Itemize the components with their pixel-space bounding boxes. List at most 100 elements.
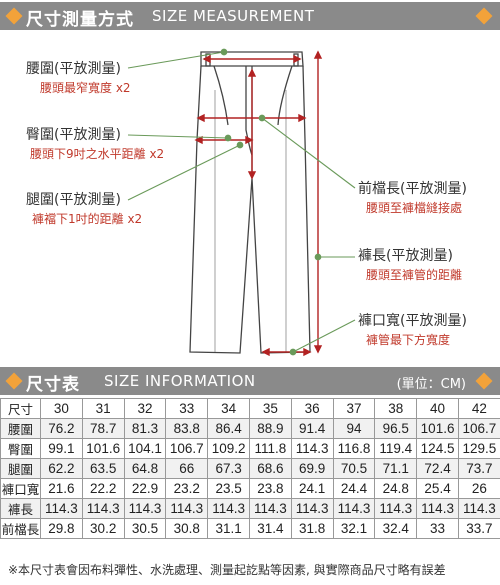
table-cell: 68.6 bbox=[248, 458, 292, 479]
table-cell: 31.8 bbox=[290, 518, 334, 539]
table-cell: 109.2 bbox=[207, 438, 250, 459]
hem-label: 褲口寬(平放測量) bbox=[358, 313, 467, 329]
table-cell: 72.4 bbox=[416, 458, 459, 479]
table-cell: 119.4 bbox=[374, 438, 418, 459]
hip-desc: 腰頭下9吋之水平距離 x2 bbox=[30, 147, 165, 161]
size-header-cell: 36 bbox=[290, 398, 334, 419]
table-cell: 104.1 bbox=[123, 438, 167, 459]
table-cell: 30.8 bbox=[165, 518, 209, 539]
table-cell: 23.5 bbox=[207, 478, 250, 499]
table-cell: 23.8 bbox=[248, 478, 292, 499]
thigh-desc: 褲襠下1吋的距離 x2 bbox=[32, 212, 143, 226]
table-cell: 106.7 bbox=[457, 418, 500, 439]
table-cell: 24.1 bbox=[290, 478, 334, 499]
size-header-cell: 34 bbox=[207, 398, 250, 419]
row-label: 臀圍 bbox=[0, 438, 41, 459]
diamond-icon bbox=[475, 372, 493, 390]
table-cell: 22.2 bbox=[81, 478, 125, 499]
table-cell: 81.3 bbox=[123, 418, 167, 439]
table-cell: 114.3 bbox=[290, 438, 334, 459]
size-header-cell: 40 bbox=[416, 398, 459, 419]
row-label: 褲口寬 bbox=[0, 478, 41, 499]
table-cell: 30.5 bbox=[123, 518, 167, 539]
table-cell: 33.7 bbox=[457, 518, 500, 539]
hip-label: 臀圍(平放測量) bbox=[26, 127, 121, 143]
table-cell: 78.7 bbox=[81, 418, 125, 439]
size-header-cell: 32 bbox=[123, 398, 167, 419]
table-cell: 94 bbox=[332, 418, 376, 439]
table-cell: 114.3 bbox=[81, 498, 125, 519]
hem-desc: 褲管最下方寬度 bbox=[366, 333, 451, 347]
table-cell: 23.2 bbox=[165, 478, 209, 499]
measurement-title: 尺寸測量方式 bbox=[26, 10, 134, 30]
table-cell: 106.7 bbox=[165, 438, 209, 459]
table-cell: 29.8 bbox=[40, 518, 83, 539]
table-cell: 114.3 bbox=[165, 498, 209, 519]
table-cell: 114.3 bbox=[123, 498, 167, 519]
table-cell: 71.1 bbox=[374, 458, 418, 479]
table-cell: 114.3 bbox=[290, 498, 334, 519]
table-cell: 76.2 bbox=[40, 418, 83, 439]
length-desc: 腰頭至褲管的距離 bbox=[366, 268, 463, 282]
table-cell: 24.8 bbox=[374, 478, 418, 499]
table-cell: 114.3 bbox=[332, 498, 376, 519]
table-cell: 73.7 bbox=[457, 458, 500, 479]
table-cell: 63.5 bbox=[81, 458, 125, 479]
table-cell: 66 bbox=[165, 458, 209, 479]
table-cell: 114.3 bbox=[374, 498, 418, 519]
row-label: 前檔長 bbox=[0, 518, 41, 539]
size-header-cell: 30 bbox=[40, 398, 83, 419]
row-label: 腿圍 bbox=[0, 458, 41, 479]
table-cell: 30.2 bbox=[81, 518, 125, 539]
pants-diagram bbox=[127, 48, 356, 357]
waist-desc: 腰頭最窄寬度 x2 bbox=[40, 81, 131, 95]
table-cell: 70.5 bbox=[332, 458, 376, 479]
row-label: 褲長 bbox=[0, 498, 41, 519]
table-cell: 24.4 bbox=[332, 478, 376, 499]
table-cell: 99.1 bbox=[40, 438, 83, 459]
table-cell: 67.3 bbox=[207, 458, 250, 479]
table-cell: 114.3 bbox=[457, 498, 500, 519]
table-cell: 21.6 bbox=[40, 478, 83, 499]
table-cell: 114.3 bbox=[207, 498, 250, 519]
table-cell: 31.1 bbox=[207, 518, 250, 539]
table-cell: 114.3 bbox=[40, 498, 83, 519]
table-cell: 64.8 bbox=[123, 458, 167, 479]
table-cell: 101.6 bbox=[416, 418, 459, 439]
table-cell: 32.1 bbox=[332, 518, 376, 539]
size-header-cell: 31 bbox=[81, 398, 125, 419]
measurement-title-en: SIZE MEASUREMENT bbox=[152, 7, 315, 25]
table-cell: 62.2 bbox=[40, 458, 83, 479]
table-cell: 69.9 bbox=[290, 458, 334, 479]
table-cell: 25.4 bbox=[416, 478, 459, 499]
table-cell: 26 bbox=[457, 478, 500, 499]
table-cell: 114.3 bbox=[248, 498, 292, 519]
table-cell: 32.4 bbox=[374, 518, 418, 539]
table-cell: 88.9 bbox=[248, 418, 292, 439]
diamond-icon bbox=[5, 372, 23, 390]
table-cell: 86.4 bbox=[207, 418, 250, 439]
pants-outline bbox=[189, 65, 311, 354]
size-header-cell: 38 bbox=[374, 398, 418, 419]
diamond-icon bbox=[475, 7, 493, 25]
size-header-cell: 42 bbox=[457, 398, 500, 419]
table-cell: 129.5 bbox=[457, 438, 500, 459]
thigh-label: 腿圍(平放測量) bbox=[26, 192, 121, 208]
info-banner: 尺寸表 SIZE INFORMATION (單位：CM) bbox=[0, 367, 500, 395]
table-cell: 33 bbox=[416, 518, 459, 539]
size-header-cell: 33 bbox=[165, 398, 209, 419]
disclaimer-note: ※本尺寸表會因布料彈性、水洗處理、測量起訖點等因素, 與實際商品尺寸略有誤差 bbox=[8, 563, 446, 577]
measurement-banner: 尺寸測量方式 SIZE MEASUREMENT bbox=[0, 2, 500, 30]
table-cell: 91.4 bbox=[290, 418, 334, 439]
length-label: 褲長(平放測量) bbox=[358, 248, 453, 264]
info-title-en: SIZE INFORMATION bbox=[104, 372, 256, 390]
row-label: 腰圍 bbox=[0, 418, 41, 439]
